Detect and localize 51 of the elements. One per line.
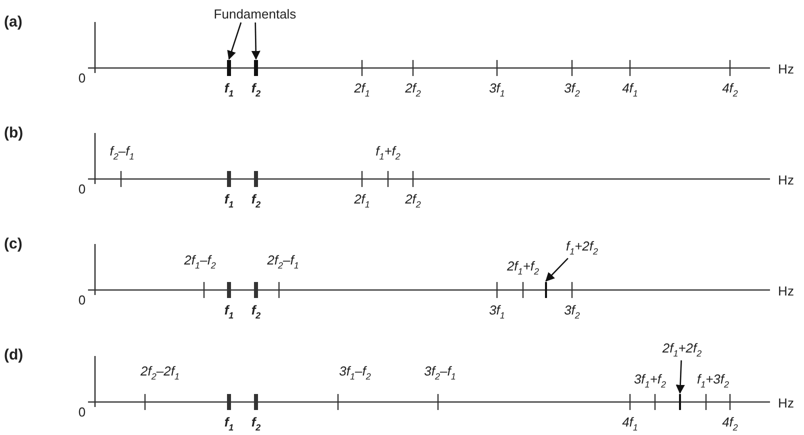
leader-arrow	[545, 258, 568, 282]
frequency-label: f$_{1}$	[224, 416, 234, 432]
frequency-label: 4f$_{1}$	[622, 82, 638, 98]
axis-label: 0	[78, 72, 86, 84]
frequency-label: 4f$_{1}$	[622, 416, 638, 432]
frequency-label: 2f$_{2}$–f$_{1}$	[267, 254, 299, 270]
spectral-line	[545, 282, 547, 298]
frequency-label: 2f$_{2}$	[405, 192, 421, 210]
frequency-label: f$_{1}$	[224, 82, 234, 98]
callout-text: Fundamentals	[214, 8, 296, 20]
frequency-label: 2f$_{1}$–f$_{2}$	[184, 254, 216, 270]
frequency-label: f$_{1}$+f$_{2}$	[376, 144, 400, 162]
frequency-label: 2f$_{2}$–2f$_{1}$	[140, 364, 180, 382]
frequency-label: 3f$_{1}$–f$_{2}$	[339, 364, 371, 382]
leader-arrow	[251, 22, 260, 60]
leader-arrow	[227, 22, 242, 60]
frequency-label: 3f$_{1}$	[489, 304, 505, 320]
axis-label: Hz	[778, 396, 794, 410]
frequency-label: f$_{2}$	[251, 82, 261, 98]
frequency-label: f$_{1}$	[224, 304, 234, 320]
panel-label: (b)	[4, 126, 24, 140]
axis-label: Hz	[778, 174, 794, 186]
frequency-label: 3f$_{2}$–f$_{1}$	[424, 364, 456, 382]
panel-label: (d)	[4, 348, 24, 362]
frequency-label: 3f$_{1}$	[489, 82, 505, 98]
frequency-label: 2f$_{1}$	[354, 192, 370, 210]
axis-label: Hz	[778, 62, 794, 76]
axis-label: 0	[78, 406, 86, 418]
frequency-label: f$_{1}$	[224, 192, 234, 210]
frequency-label: 3f$_{2}$	[564, 304, 580, 320]
frequency-label: 3f$_{1}$+f$_{2}$	[634, 372, 666, 390]
panel-label: (a)	[4, 14, 22, 30]
frequency-label: f$_{1}$+2f$_{2}$	[566, 240, 598, 256]
frequency-label: f$_{2}$	[251, 192, 261, 210]
axis-label: 0	[78, 294, 86, 306]
frequency-label: f$_{1}$+3f$_{2}$	[696, 372, 730, 390]
frequency-label: 4f$_{2}$	[722, 416, 738, 432]
frequency-label: 2f$_{1}$	[354, 82, 370, 98]
frequency-label: f$_{2}$–f$_{1}$	[110, 144, 134, 162]
axis-label: 0	[78, 182, 86, 196]
frequency-label: f$_{2}$	[251, 416, 261, 432]
panel-label: (c)	[4, 236, 22, 252]
frequency-label: 2f$_{1}$+f$_{2}$	[506, 260, 540, 276]
frequency-label: 2f$_{1}$+2f$_{2}$	[662, 342, 702, 358]
leader-arrow	[676, 360, 685, 394]
frequency-label: 3f$_{2}$	[564, 82, 580, 98]
frequency-label: f$_{2}$	[251, 304, 261, 320]
axis-label: Hz	[778, 284, 794, 298]
spectral-line	[679, 394, 681, 410]
frequency-label: 4f$_{2}$	[722, 82, 738, 98]
frequency-label: 2f$_{2}$	[405, 82, 421, 98]
